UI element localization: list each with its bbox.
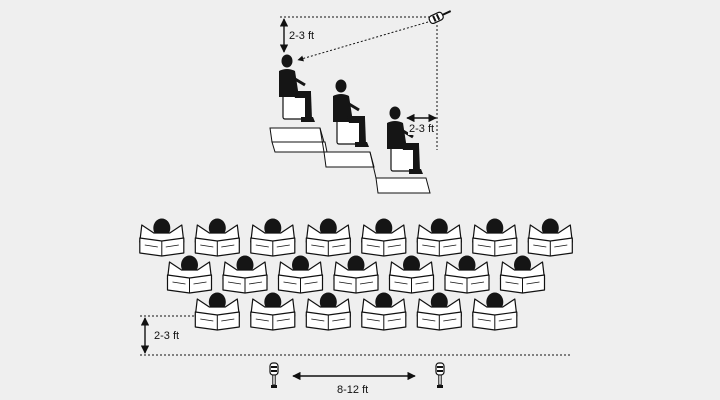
singer-with-music-icon: [472, 217, 518, 257]
riser-step-1: [269, 127, 325, 143]
seated-singer-icon: [385, 105, 425, 176]
riser-step-6: [369, 151, 377, 179]
mic-aim-line: [297, 21, 429, 62]
singer-with-music-icon: [361, 217, 407, 257]
singer-with-music-icon: [388, 254, 435, 294]
singer-with-music-icon: [305, 217, 351, 257]
riser-step-4: [375, 177, 431, 194]
singer-with-music-icon: [139, 217, 185, 257]
floor-microphone-icon: [269, 362, 279, 389]
singer-with-music-icon: [472, 291, 518, 331]
singer-with-music-icon: [277, 254, 324, 294]
singer-with-music-icon: [527, 217, 573, 257]
choir-rows: [139, 217, 573, 331]
seated-singer-icon: [331, 78, 371, 149]
overhead-microphone-icon: [428, 10, 452, 25]
riser-step-2: [271, 141, 328, 153]
singer-with-music-icon: [499, 254, 546, 294]
front-row-distance-label: 2-3 ft: [153, 330, 181, 342]
singer-with-music-icon: [194, 217, 240, 257]
singer-with-music-icon: [444, 254, 490, 294]
singer-with-music-icon: [416, 217, 462, 257]
singer-with-music-icon: [250, 291, 296, 331]
mic-spacing-label: 8-12 ft: [336, 384, 370, 396]
riser-step-3: [323, 151, 375, 168]
singer-with-music-icon: [250, 217, 296, 257]
singer-with-music-icon: [166, 254, 213, 294]
seated-singer-icon: [277, 53, 317, 124]
riser-step-5: [319, 127, 325, 153]
singer-with-music-icon: [222, 254, 268, 294]
mic-height-label: 2-3 ft: [288, 30, 316, 42]
riser: [269, 127, 431, 194]
mic-offset-label: 2-3 ft: [408, 123, 436, 135]
singer-with-music-icon: [194, 291, 240, 331]
singer-with-music-icon: [361, 291, 407, 331]
floor-microphone-icon: [435, 362, 445, 389]
singer-with-music-icon: [305, 291, 351, 331]
singer-with-music-icon: [416, 291, 462, 331]
singer-with-music-icon: [333, 254, 379, 294]
